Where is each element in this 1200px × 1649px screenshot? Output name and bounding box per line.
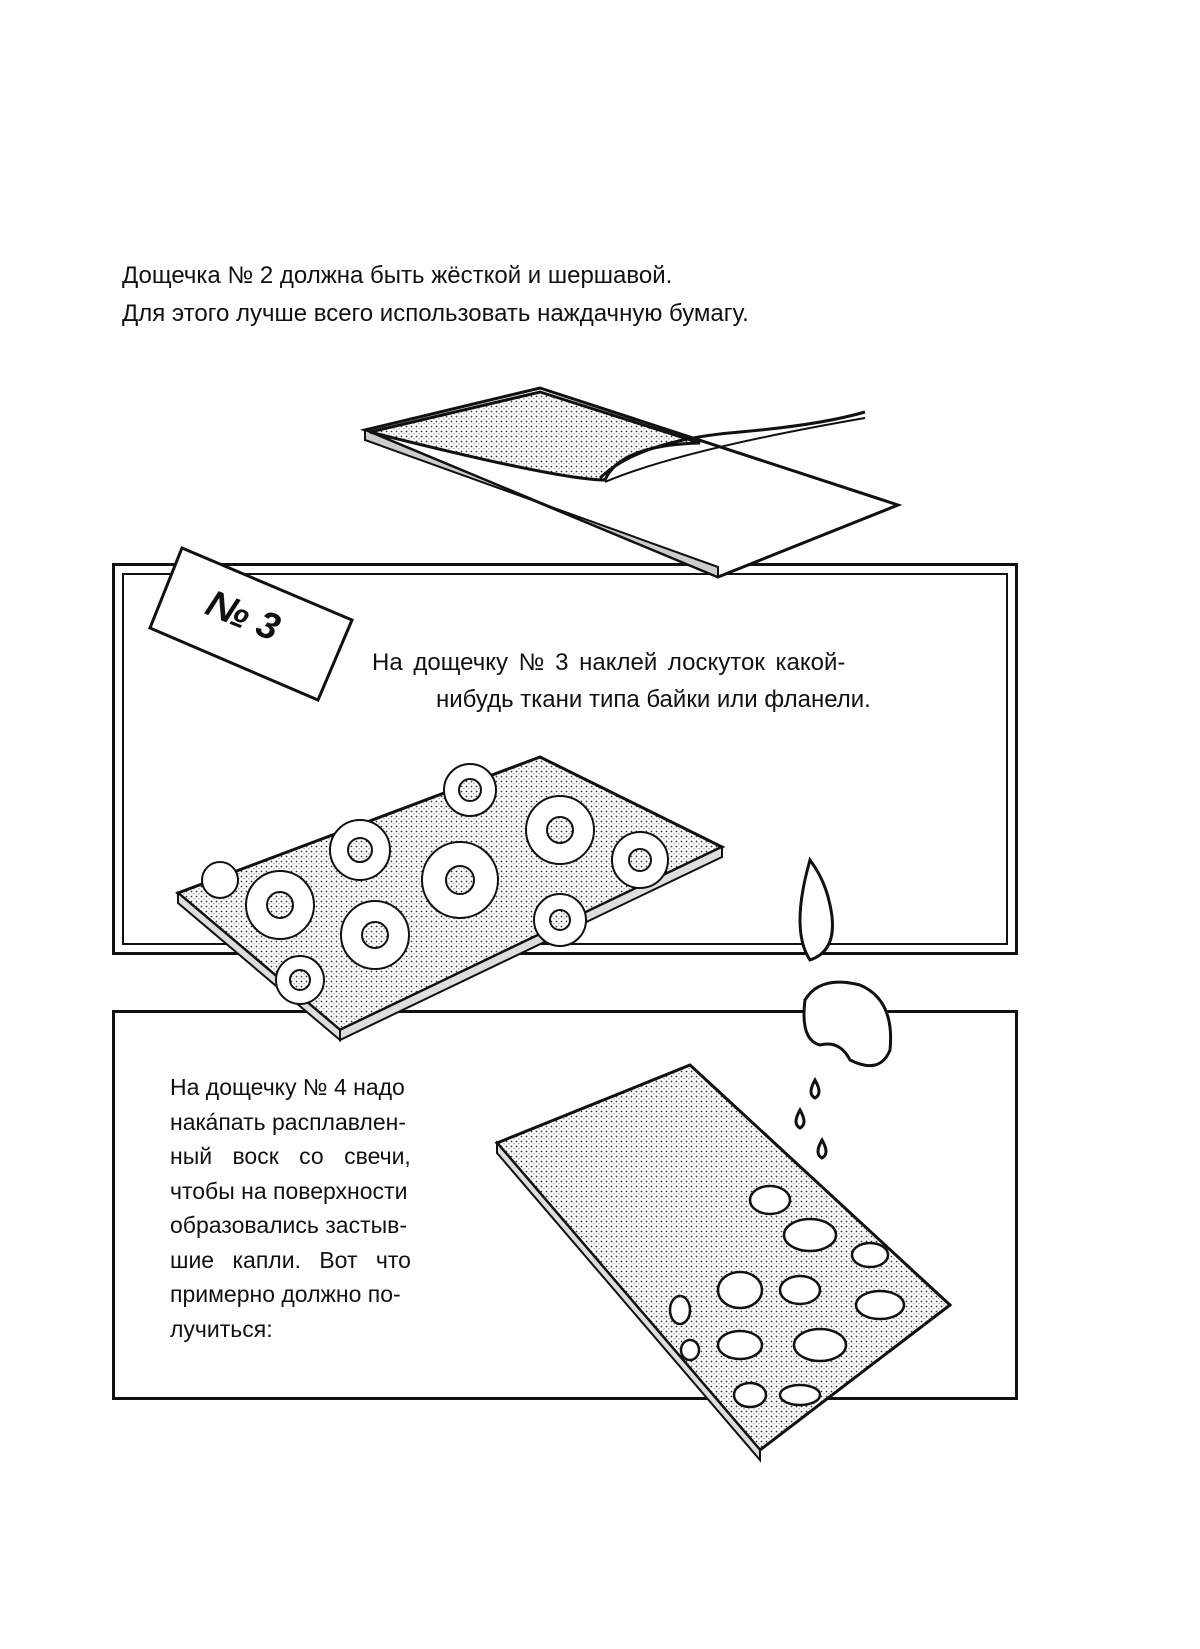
board3-line-2: нибудь ткани типа байки или фланели. [436,682,871,718]
candle-illustration [796,860,891,1158]
board4-line: лучиться: [170,1312,470,1347]
board4-line: шие капли. Вот что [170,1243,470,1278]
board4-line: чтобы на поверхности [170,1174,470,1209]
wax-board-illustration [497,1065,950,1460]
board4-text: На дощечку № 4 надо накáпать расплавлен-… [170,1070,470,1346]
board4-line: На дощечку № 4 надо [170,1070,470,1105]
sandpaper-board-illustration [365,388,898,577]
board4-line: образовались застыв- [170,1208,470,1243]
board4-line: примерно должно по- [170,1277,470,1312]
flannel-board-illustration [178,757,722,1040]
board3-line-1: На дощечку № 3 наклей лоскуток какой- [372,645,845,681]
board4-line: ный воск со свечи, [170,1139,470,1174]
board4-line: накáпать расплавлен- [170,1105,470,1140]
